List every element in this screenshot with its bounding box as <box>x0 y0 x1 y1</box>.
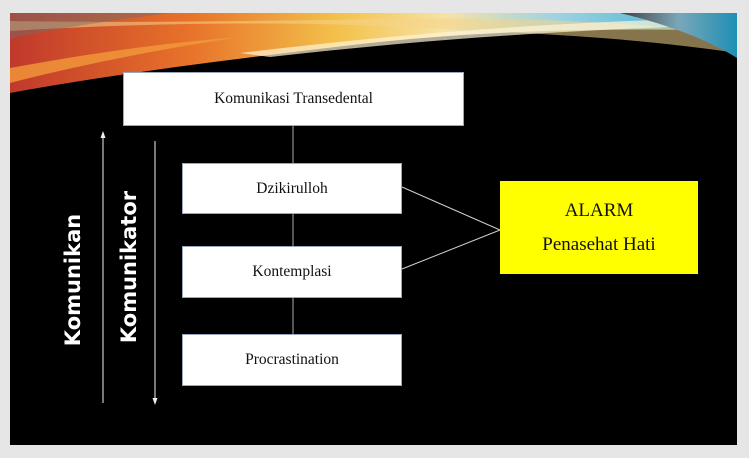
connector-lines <box>100 126 501 405</box>
box-komunikasi-transedental: Komunikasi Transedental <box>123 72 464 126</box>
label-komunikan: Komunikan <box>61 213 85 347</box>
alarm-subtitle: Penasehat Hati <box>542 233 656 255</box>
alarm-box: ALARM Penasehat Hati <box>500 181 698 274</box>
box-dzikirulloh: Dzikirulloh <box>182 163 402 214</box>
box-komunikasi-transedental-label: Komunikasi Transedental <box>214 90 373 107</box>
box-procrastination: Procrastination <box>182 334 402 386</box>
box-procrastination-label: Procrastination <box>245 351 339 368</box>
label-komunikator: Komunikator <box>117 190 141 344</box>
box-dzikirulloh-label: Dzikirulloh <box>256 179 328 197</box>
box-kontemplasi-label: Kontemplasi <box>252 263 332 280</box>
alarm-title: ALARM <box>564 200 634 222</box>
box-kontemplasi: Kontemplasi <box>182 246 402 298</box>
slide: Komunikasi Transedental Dzikirulloh Kont… <box>10 13 737 445</box>
